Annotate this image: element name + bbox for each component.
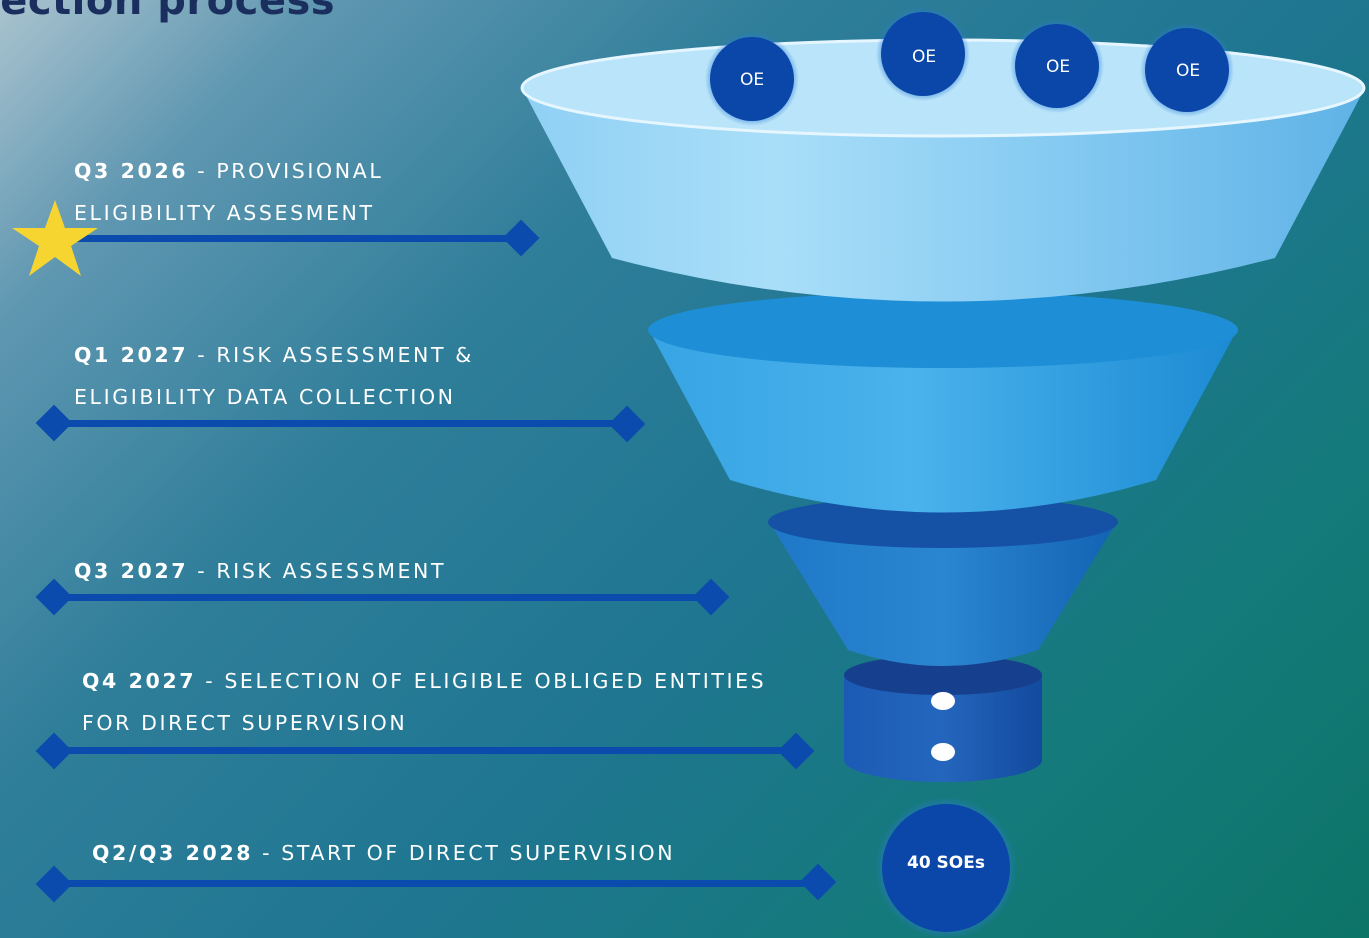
timeline-label-2: - RISK ASSESSMENT &: [188, 343, 474, 367]
oe-label-2: OE: [912, 47, 936, 67]
oe-circle-2: OE: [876, 7, 970, 101]
result-label: 40 SOEs: [907, 853, 985, 873]
timeline-label-1: - PROVISIONAL: [188, 159, 384, 183]
timeline-line-2: [55, 420, 627, 427]
result-circle: 40 SOEs: [875, 797, 1017, 938]
oe-label-1: OE: [740, 70, 764, 90]
timeline-quarter-2: Q1 2027: [74, 343, 189, 367]
timeline-text-4: Q4 2027 - SELECTION OF ELIGIBLE OBLIGED …: [82, 660, 766, 744]
timeline-line-3: [55, 594, 712, 601]
timeline-label-1b: ELIGIBILITY ASSESMENT: [74, 201, 375, 225]
timeline-label-3: - RISK ASSESSMENT: [188, 559, 447, 583]
oe-label-4: OE: [1176, 61, 1200, 81]
slide-title: lection process: [0, 0, 336, 24]
oe-circle-4: OE: [1140, 23, 1234, 117]
timeline-quarter-5: Q2/Q3 2028: [92, 841, 254, 865]
funnel-level-3: [768, 496, 1118, 666]
timeline-quarter-3: Q3 2027: [74, 559, 189, 583]
timeline-line-4: [55, 747, 797, 754]
timeline-quarter-1: Q3 2026: [74, 159, 189, 183]
oe-circle-1: OE: [705, 32, 799, 126]
timeline-text-3: Q3 2027 - RISK ASSESSMENT: [74, 550, 446, 592]
timeline-text-5: Q2/Q3 2028 - START OF DIRECT SUPERVISION: [92, 832, 675, 874]
timeline-line-1: [60, 235, 522, 242]
timeline-label-5: - START OF DIRECT SUPERVISION: [253, 841, 676, 865]
star-icon: [12, 200, 98, 276]
timeline-line-5: [55, 880, 818, 887]
timeline-text-1: Q3 2026 - PROVISIONAL ELIGIBILITY ASSESM…: [74, 150, 383, 234]
oe-label-3: OE: [1046, 57, 1070, 77]
funnel-level-2: [648, 292, 1238, 513]
funnel-level-4: [844, 655, 1042, 782]
timeline-label-4: - SELECTION OF ELIGIBLE OBLIGED ENTITIES: [196, 669, 767, 693]
funnel-dot-2: [931, 743, 955, 761]
oe-circle-3: OE: [1010, 19, 1104, 113]
timeline-label-2b: ELIGIBILITY DATA COLLECTION: [74, 385, 456, 409]
funnel-dot-1: [931, 692, 955, 710]
timeline-text-2: Q1 2027 - RISK ASSESSMENT & ELIGIBILITY …: [74, 334, 474, 418]
timeline-label-4b: FOR DIRECT SUPERVISION: [82, 711, 408, 735]
timeline-quarter-4: Q4 2027: [82, 669, 197, 693]
